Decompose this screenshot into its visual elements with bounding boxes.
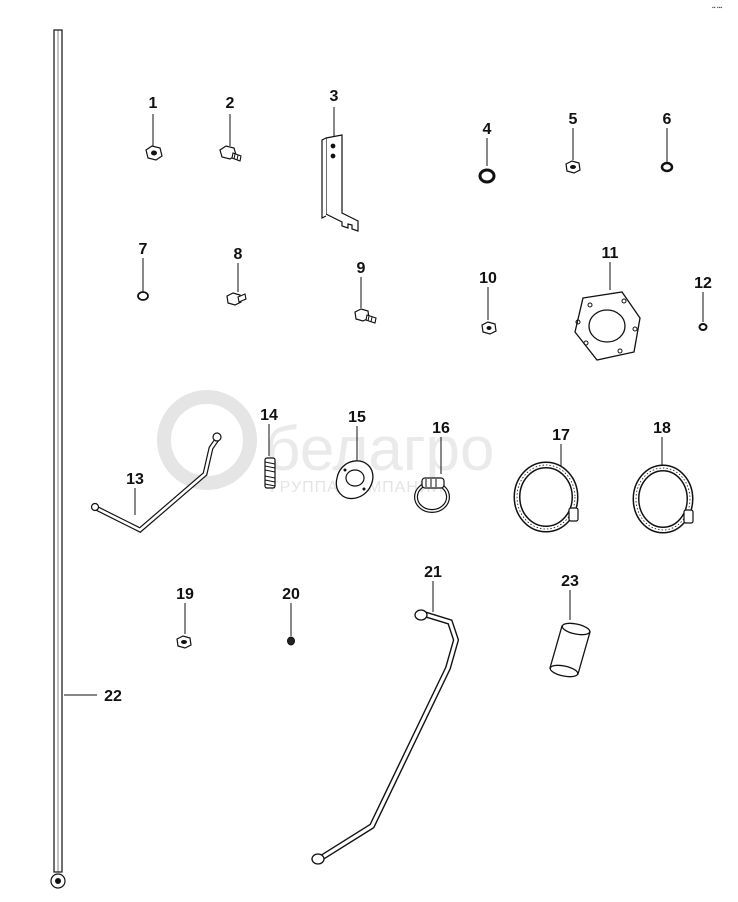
part-number-3: 3	[330, 88, 339, 105]
part-number-6: 6	[663, 111, 672, 128]
leader-lines	[64, 107, 704, 696]
watermark-brand: белагро	[265, 415, 494, 484]
part-5-nut	[565, 160, 581, 174]
part-number-8: 8	[234, 246, 243, 263]
part-number-11: 11	[602, 245, 619, 262]
part-22-rod	[50, 29, 66, 889]
part-labels: 1 2 3 4 5 6 7 8 9 10 11 12 13 14 15 16 1…	[104, 88, 712, 705]
watermark-logo-ring	[157, 390, 257, 490]
part-10-nut	[481, 321, 497, 335]
part-number-2: 2	[226, 95, 235, 112]
part-17-clamp	[513, 461, 579, 533]
part-2-bolt	[219, 145, 242, 162]
part-8-bolt	[226, 292, 247, 306]
part-number-4: 4	[483, 121, 492, 138]
part-6-washer	[660, 161, 674, 173]
part-15-gasket	[335, 460, 374, 500]
part-number-18: 18	[653, 420, 671, 437]
part-number-19: 19	[176, 586, 194, 603]
part-number-14: 14	[260, 407, 278, 424]
part-number-12: 12	[694, 275, 712, 292]
part-4-washer	[478, 168, 496, 184]
part-21-tube	[311, 609, 460, 865]
part-number-7: 7	[139, 241, 148, 258]
part-3-bracket	[321, 134, 359, 232]
part-9-bolt	[354, 308, 377, 324]
part-number-20: 20	[282, 586, 300, 603]
part-number-21: 21	[424, 564, 442, 581]
corner-mark: ▪▪ ▪▪▪	[712, 5, 722, 11]
part-number-10: 10	[479, 270, 497, 287]
part-12-washer	[698, 323, 708, 331]
part-number-22: 22	[104, 688, 122, 705]
part-number-5: 5	[569, 111, 578, 128]
part-number-17: 17	[552, 427, 570, 444]
part-16-clamp	[414, 477, 450, 513]
part-19-nut	[176, 635, 192, 649]
part-14-stud	[264, 457, 276, 489]
part-number-1: 1	[149, 95, 158, 112]
part-23-sleeve	[549, 622, 591, 678]
part-number-9: 9	[357, 260, 366, 277]
part-number-13: 13	[126, 471, 144, 488]
part-20-plug	[287, 636, 295, 646]
part-number-23: 23	[561, 573, 579, 590]
part-11-gasket	[574, 291, 641, 361]
part-number-15: 15	[348, 409, 366, 426]
part-7-oring	[137, 291, 149, 301]
part-1-nut	[145, 145, 163, 161]
part-18-clamp	[632, 464, 694, 534]
part-number-16: 16	[432, 420, 450, 437]
part-13-tube	[90, 432, 222, 533]
